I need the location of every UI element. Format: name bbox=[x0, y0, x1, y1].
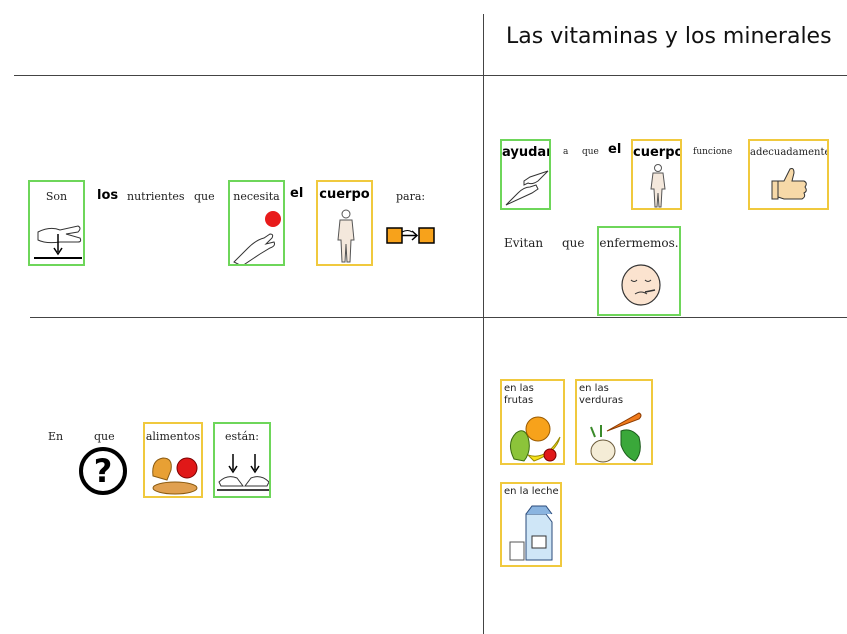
card-estan-label: están: bbox=[225, 430, 259, 443]
word-los: los bbox=[97, 188, 119, 203]
card-adecuadamente-label: adecuadamente. bbox=[750, 147, 829, 158]
card-ayudar: ayudar bbox=[500, 139, 551, 210]
card-ayudar-label: ayudar bbox=[502, 145, 551, 160]
card-enfermemos-label: enfermemos. bbox=[599, 236, 679, 250]
card-alimentos: alimentos bbox=[143, 422, 203, 498]
card-son-label: Son bbox=[45, 190, 68, 203]
hand-reaching-icon bbox=[233, 211, 281, 264]
card-necesita-label: necesita bbox=[233, 190, 280, 203]
question-mark-icon: ? bbox=[79, 447, 127, 495]
word-a: a bbox=[563, 147, 569, 157]
card-cuerpo-q2: cuerpo bbox=[631, 139, 682, 210]
card-cuerpo: cuerpo bbox=[316, 180, 373, 266]
card-cuerpo-label: cuerpo bbox=[319, 187, 370, 202]
hand-down-icon bbox=[34, 225, 82, 259]
card-leche: en la leche bbox=[500, 482, 562, 567]
thumbs-up-icon bbox=[771, 168, 807, 200]
food-icon bbox=[152, 457, 198, 495]
word-funcione: funcione bbox=[693, 147, 733, 157]
word-evitan: Evitan bbox=[504, 236, 544, 250]
card-verduras-label: en las verduras bbox=[579, 383, 624, 406]
card-alimentos-label: alimentos bbox=[145, 430, 201, 443]
transform-arrow-icon bbox=[386, 227, 435, 244]
word-que: que bbox=[194, 190, 215, 203]
page-title: Las vitaminas y los minerales bbox=[506, 24, 832, 49]
fruits-icon bbox=[510, 416, 561, 462]
hands-pointing-down-icon bbox=[217, 454, 269, 491]
vertical-divider bbox=[483, 14, 484, 634]
word-el-q2: el bbox=[608, 142, 622, 157]
word-el: el bbox=[290, 186, 304, 201]
card-adecuadamente: adecuadamente. bbox=[748, 139, 829, 210]
body-icon bbox=[337, 209, 355, 263]
card-frutas: en las frutas bbox=[500, 379, 565, 465]
word-que2: que bbox=[562, 236, 585, 250]
svg-text:?: ? bbox=[94, 452, 113, 490]
card-leche-label: en la leche bbox=[504, 486, 559, 497]
vegetables-icon bbox=[590, 412, 642, 463]
card-estan: están: bbox=[213, 422, 271, 498]
word-que-q2: que bbox=[582, 147, 599, 157]
card-frutas-label: en las frutas bbox=[504, 383, 534, 406]
sick-face-icon bbox=[621, 264, 661, 306]
body-icon-q2 bbox=[650, 164, 666, 208]
word-para: para: bbox=[396, 190, 426, 203]
card-verduras: en las verduras bbox=[575, 379, 653, 465]
card-son: Son bbox=[28, 180, 85, 266]
card-enfermemos: enfermemos. bbox=[597, 226, 681, 316]
word-en: En bbox=[48, 430, 64, 443]
card-cuerpo-q2-label: cuerpo bbox=[633, 145, 682, 160]
milk-icon bbox=[509, 505, 553, 561]
word-que-q3: que bbox=[94, 430, 115, 443]
word-nutrientes: nutrientes bbox=[127, 190, 185, 203]
helping-hands-icon bbox=[505, 170, 549, 206]
top-horizontal-divider bbox=[14, 75, 847, 76]
middle-horizontal-divider bbox=[30, 317, 847, 318]
card-necesita: necesita bbox=[228, 180, 285, 266]
